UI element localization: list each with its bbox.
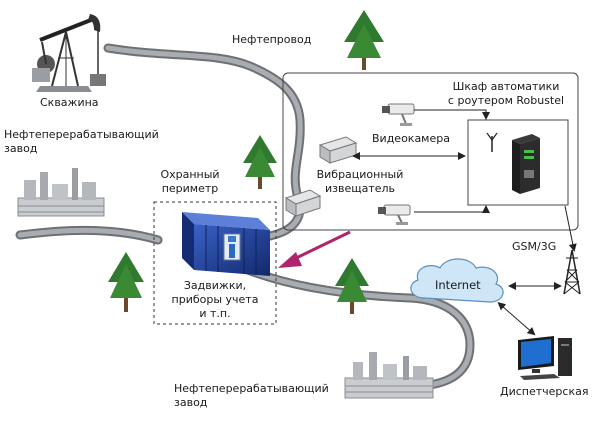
label-refinery-bottom: Нефтеперерабатывающий завод (174, 382, 329, 409)
refinery-plant-icon (344, 352, 434, 399)
alert-arrow (278, 230, 351, 268)
label-perimeter: Охранный периметр (160, 168, 220, 195)
oil-pump-jack-icon (32, 14, 106, 92)
valve-container-icon (182, 212, 270, 276)
refinery-plant-icon (17, 168, 105, 217)
label-vibration: Вибрационный извещатель (316, 168, 404, 195)
security-perimeter-frame (153, 201, 277, 325)
label-well: Скважина (40, 96, 99, 109)
label-internet: Internet (435, 278, 481, 292)
pipeline-lower (243, 265, 475, 391)
automation-zone-frame (282, 72, 579, 231)
internet-cloud-icon (410, 258, 504, 303)
video-camera-icon (378, 204, 411, 225)
vibration-sensor-icon (284, 189, 322, 217)
pine-tree-icon (243, 135, 277, 189)
pine-tree-icon (335, 258, 369, 314)
label-camera: Видеокамера (372, 132, 450, 145)
video-camera-icon (382, 103, 415, 126)
label-pipeline: Нефтепровод (232, 33, 312, 46)
cell-tower-icon (563, 249, 581, 295)
connector-lines (352, 109, 577, 336)
pine-tree-icon (108, 252, 144, 312)
label-cabinet: Шкаф автоматики с роутером Robustel (447, 80, 565, 107)
label-valves: Задвижки, приборы учета и т.п. (171, 279, 259, 320)
label-dispatch: Диспетчерская (500, 385, 589, 398)
label-gsm: GSM/3G (512, 240, 557, 253)
pine-tree-icon (344, 10, 384, 70)
vibration-sensor-icon (318, 136, 358, 164)
robustel-router-icon (486, 132, 540, 194)
dispatcher-computer-icon (518, 336, 572, 380)
pipeline-left (15, 225, 163, 245)
label-refinery-top: Нефтеперерабатывающий завод (4, 128, 159, 155)
